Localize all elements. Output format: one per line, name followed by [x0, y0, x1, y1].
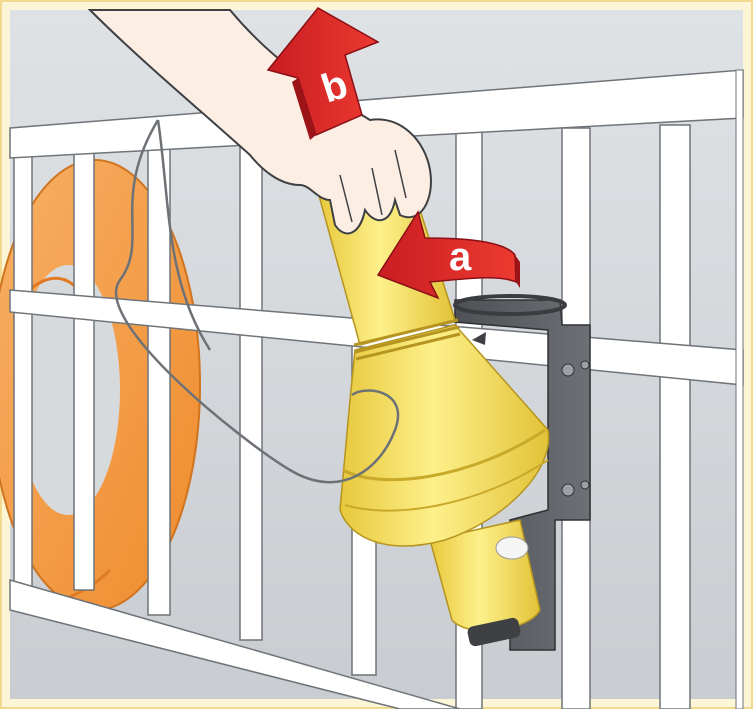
step-label-a: a: [449, 235, 472, 279]
